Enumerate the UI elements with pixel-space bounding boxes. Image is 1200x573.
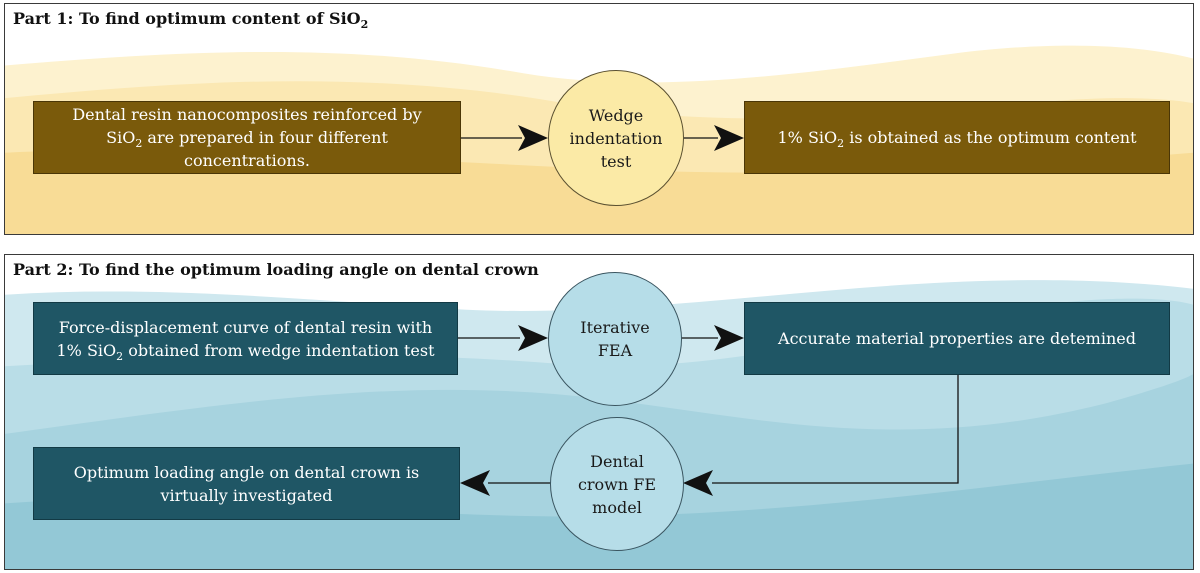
arrow-p2-result-to-model <box>683 375 959 496</box>
p1-input-box: Dental resin nanocomposites reinforced b… <box>33 101 461 174</box>
p2-iterative-fea-node: Iterative FEA <box>548 272 682 406</box>
arrow-p1-input-to-test <box>461 125 548 151</box>
p2-final-box: Optimum loading angle on dental crown is… <box>33 447 460 520</box>
arrow-p1-test-to-output <box>683 125 744 151</box>
part2-title: Part 2: To find the optimum loading angl… <box>13 260 539 279</box>
p1-wedge-indentation-node: Wedge indentation test <box>548 70 684 206</box>
p2-dental-crown-fe-model-node: Dental crown FE model <box>550 417 684 551</box>
arrow-p2-input-to-fea <box>458 325 548 351</box>
p1-output-box: 1% SiO2 is obtained as the optimum conte… <box>744 101 1170 174</box>
p2-result-box: Accurate material properties are detemin… <box>744 302 1170 375</box>
part1-title: Part 1: To find optimum content of SiO2 <box>13 9 369 32</box>
arrow-p2-model-to-final <box>460 470 551 496</box>
p2-input-box: Force-displacement curve of dental resin… <box>33 302 458 375</box>
arrow-p2-fea-to-result <box>681 325 744 351</box>
